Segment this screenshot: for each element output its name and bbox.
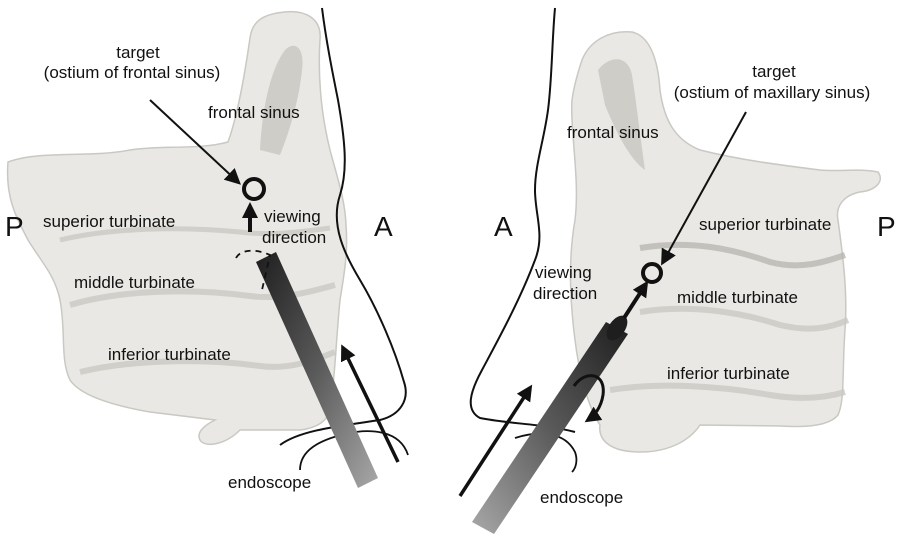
right-posterior-marker: P xyxy=(877,212,896,242)
left-direction-label: direction xyxy=(262,228,326,248)
right-target-title: target xyxy=(752,62,795,82)
right-face-profile xyxy=(471,8,575,432)
left-target-title: target xyxy=(116,43,159,63)
right-anterior-marker: A xyxy=(494,212,513,242)
left-superior-turbinate-label: superior turbinate xyxy=(43,212,175,232)
left-endoscope-label: endoscope xyxy=(228,473,311,493)
right-frontal-sinus-label: frontal sinus xyxy=(567,123,659,143)
right-inferior-turbinate-label: inferior turbinate xyxy=(667,364,790,384)
right-middle-turbinate-label: middle turbinate xyxy=(677,288,798,308)
right-viewing-label: viewing xyxy=(535,263,592,283)
right-target-subtitle: (ostium of maxillary sinus) xyxy=(674,83,871,103)
left-anterior-marker: A xyxy=(374,212,393,242)
left-middle-turbinate-label: middle turbinate xyxy=(74,273,195,293)
right-endoscope-label: endoscope xyxy=(540,488,623,508)
left-inferior-turbinate-label: inferior turbinate xyxy=(108,345,231,365)
left-viewing-label: viewing xyxy=(264,207,321,227)
left-target-subtitle: (ostium of frontal sinus) xyxy=(44,63,221,83)
left-posterior-marker: P xyxy=(5,212,24,242)
left-frontal-sinus-label: frontal sinus xyxy=(208,103,300,123)
right-direction-label: direction xyxy=(533,284,597,304)
right-superior-turbinate-label: superior turbinate xyxy=(699,215,831,235)
